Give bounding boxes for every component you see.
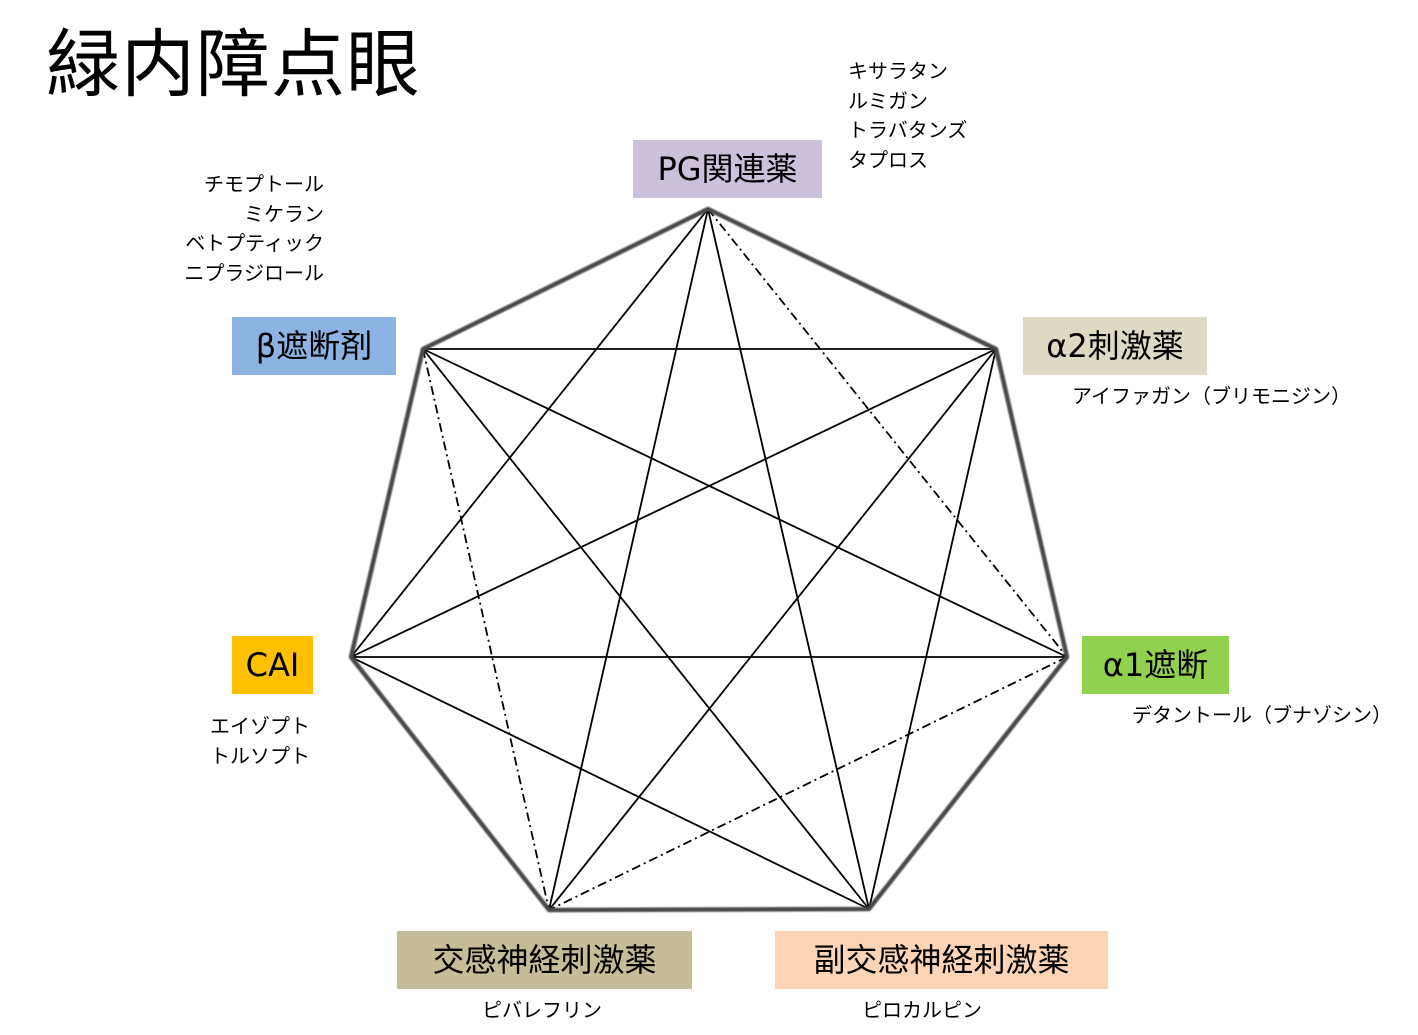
drug-list-parasympathomimetic: ピロカルピン — [862, 996, 982, 1026]
connection-alpha2-parasympathomimetic — [868, 348, 997, 910]
connection-pg-parasympathomimetic — [707, 208, 870, 910]
connection-beta-sympathomimetic — [422, 348, 550, 911]
node-label-pg: PG関連薬 — [633, 140, 822, 198]
connection-beta-parasympathomimetic — [422, 348, 870, 910]
drug-list-beta: チモプトール ミケラン ベトプティック ニプラジロール — [140, 170, 324, 288]
drug-name: アイファガン（ブリモニジン） — [1072, 384, 1351, 408]
drug-name: トルソプト — [210, 743, 310, 768]
node-label-beta: β遮断剤 — [232, 317, 396, 375]
drug-name: チモプトール — [204, 172, 324, 196]
connection-beta-alpha1 — [422, 348, 1068, 658]
drug-list-alpha2: アイファガン（ブリモニジン） — [1072, 382, 1351, 412]
connection-cai-parasympathomimetic — [350, 656, 870, 910]
drug-name: エイゾプト — [210, 714, 310, 738]
heptagon-outline — [348, 206, 1070, 913]
drug-name: ピロカルピン — [862, 998, 982, 1022]
drug-name: キサラタン — [848, 59, 948, 83]
drug-name: デタントール（ブナゾシン） — [1132, 703, 1392, 727]
drug-list-pg: キサラタン ルミガン トラバタンズ タプロス — [848, 57, 967, 175]
page-title: 緑内障点眼 — [46, 22, 421, 108]
drug-name: ニプラジロール — [184, 260, 324, 285]
drug-name: ルミガン — [848, 88, 928, 113]
connection-alpha1-sympathomimetic — [548, 656, 1068, 911]
connection-lines — [350, 208, 1068, 911]
node-label-sympathomimetic: 交感神経刺激薬 — [397, 931, 692, 989]
connection-pg-sympathomimetic — [548, 208, 709, 911]
connection-alpha2-cai — [350, 348, 997, 658]
connection-alpha2-sympathomimetic — [548, 348, 997, 911]
drug-name: トラバタンズ — [848, 118, 968, 142]
connection-pg-cai — [350, 208, 709, 658]
drug-name: ミケラン — [244, 201, 324, 226]
drug-list-sympathomimetic: ピバレフリン — [482, 996, 602, 1026]
drug-name: タプロス — [848, 147, 928, 172]
node-label-parasympathomimetic: 副交感神経刺激薬 — [775, 931, 1108, 989]
connection-pg-alpha1 — [707, 208, 1068, 658]
node-label-alpha2: α2刺激薬 — [1023, 317, 1207, 375]
drug-list-cai: エイゾプト トルソプト — [180, 712, 310, 771]
drug-name: ピバレフリン — [482, 998, 602, 1022]
node-label-cai: CAI — [232, 636, 313, 694]
drug-list-alpha1: デタントール（ブナゾシン） — [1132, 701, 1392, 731]
node-label-alpha1: α1遮断 — [1082, 636, 1229, 694]
drug-name: ベトプティック — [185, 231, 324, 255]
